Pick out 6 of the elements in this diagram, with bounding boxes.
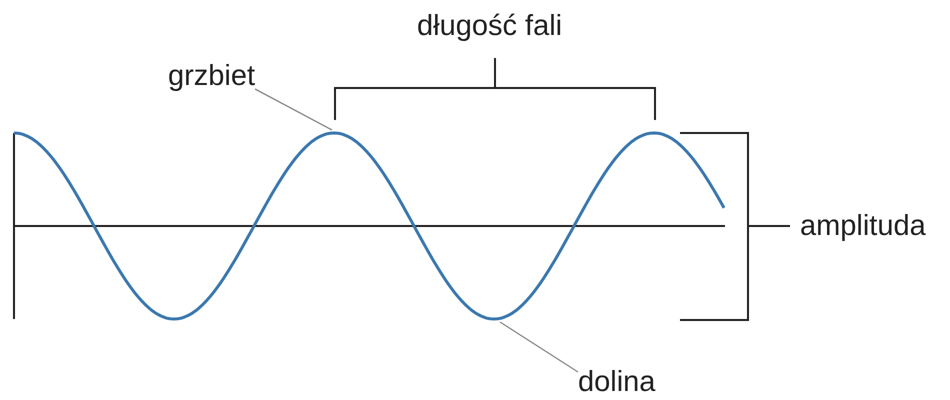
part-label: dolina: [578, 368, 656, 397]
part-label: grzbiet: [168, 62, 256, 91]
dimension-label: długość fali: [417, 12, 562, 41]
leader-line: [254, 88, 332, 131]
leader-line: [500, 321, 578, 373]
dimension-label: amplituda: [800, 212, 926, 241]
